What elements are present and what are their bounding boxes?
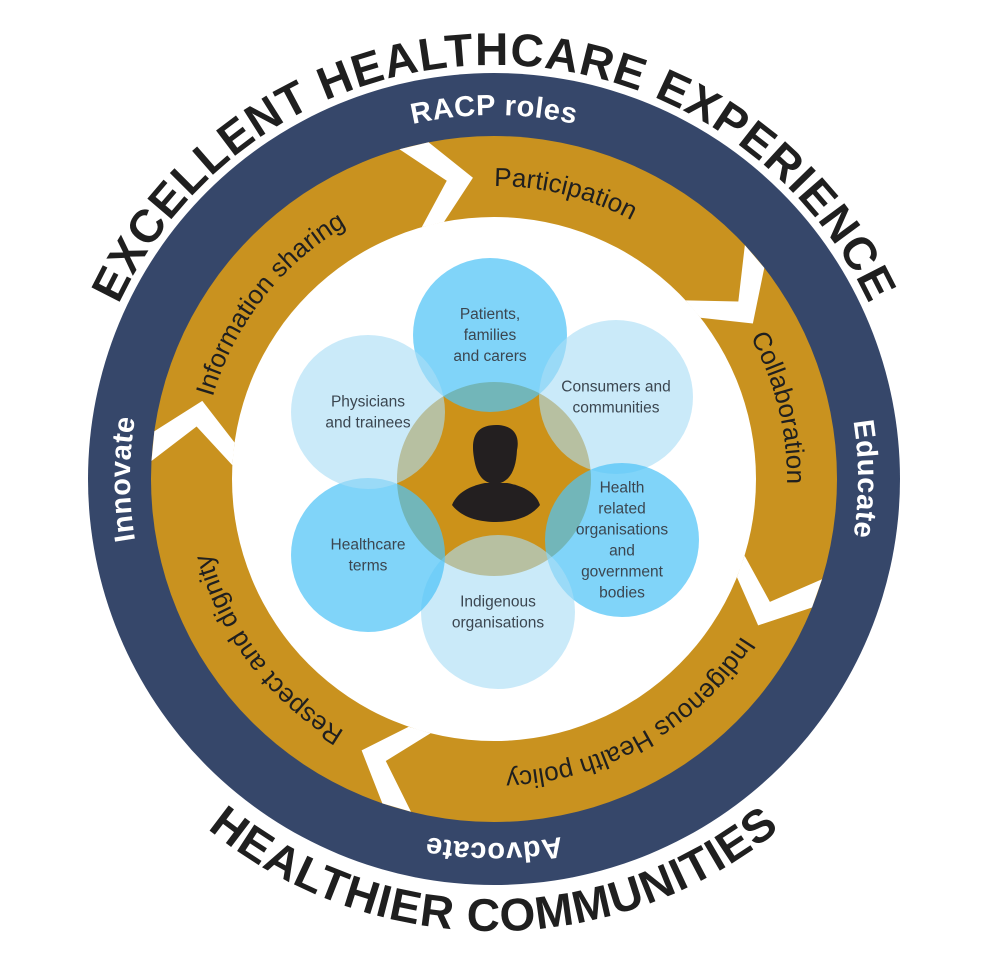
petal-label-line: families — [464, 327, 517, 344]
petal-label-line: Consumers and — [561, 379, 670, 396]
petal-label: Physicians and trainees — [325, 394, 411, 432]
petal-label-line: terms — [349, 558, 388, 575]
petal-label: Indigenous organisations — [452, 594, 544, 632]
petal-label: Consumers and communities — [561, 379, 670, 417]
chevron-separator — [361, 726, 431, 812]
petal-label-line: organisations — [576, 522, 668, 539]
petal-label-line: Health — [600, 480, 645, 497]
navy-label-innovate-text: Innovate — [105, 414, 142, 544]
petal-label: Healthcare terms — [331, 537, 406, 575]
person-head — [472, 425, 518, 484]
petal-label-line: Patients, — [460, 306, 520, 323]
petal-circle — [291, 478, 445, 632]
petal-label: Health related organisations and government b… — [576, 480, 668, 602]
stakeholder-petals — [291, 258, 699, 689]
chevron-separator — [685, 245, 765, 324]
navy-label-innovate: Innovate — [105, 414, 142, 544]
petal-circle — [545, 463, 699, 617]
petal-circle — [413, 258, 567, 412]
petal-label-line: Indigenous — [460, 594, 536, 611]
petal-circle — [539, 320, 693, 474]
navy-label-educate: Educate — [847, 418, 884, 541]
petal-label-line: Healthcare — [331, 537, 406, 554]
petal-label-line: Physicians — [331, 394, 405, 411]
petal-circle — [421, 535, 575, 689]
petal-label-line: related — [598, 501, 645, 518]
petal-label-line: organisations — [452, 615, 544, 632]
petal-label-line: bodies — [599, 585, 645, 602]
petal-label: Patients, families and carers — [453, 306, 526, 365]
person-silhouette-icon — [452, 425, 540, 522]
chevron-separator — [151, 400, 235, 466]
petal-label-line: and — [609, 543, 635, 560]
person-shoulders — [452, 483, 540, 522]
chevron-separator — [736, 555, 823, 626]
petal-label-line: government — [581, 564, 664, 581]
chevron-separator — [399, 142, 473, 228]
petal-label-line: communities — [573, 400, 660, 417]
petal-label-line: and trainees — [325, 415, 411, 432]
petal-circle — [291, 335, 445, 489]
navy-label-educate-text: Educate — [847, 418, 883, 541]
petal-label-line: and carers — [453, 348, 526, 365]
